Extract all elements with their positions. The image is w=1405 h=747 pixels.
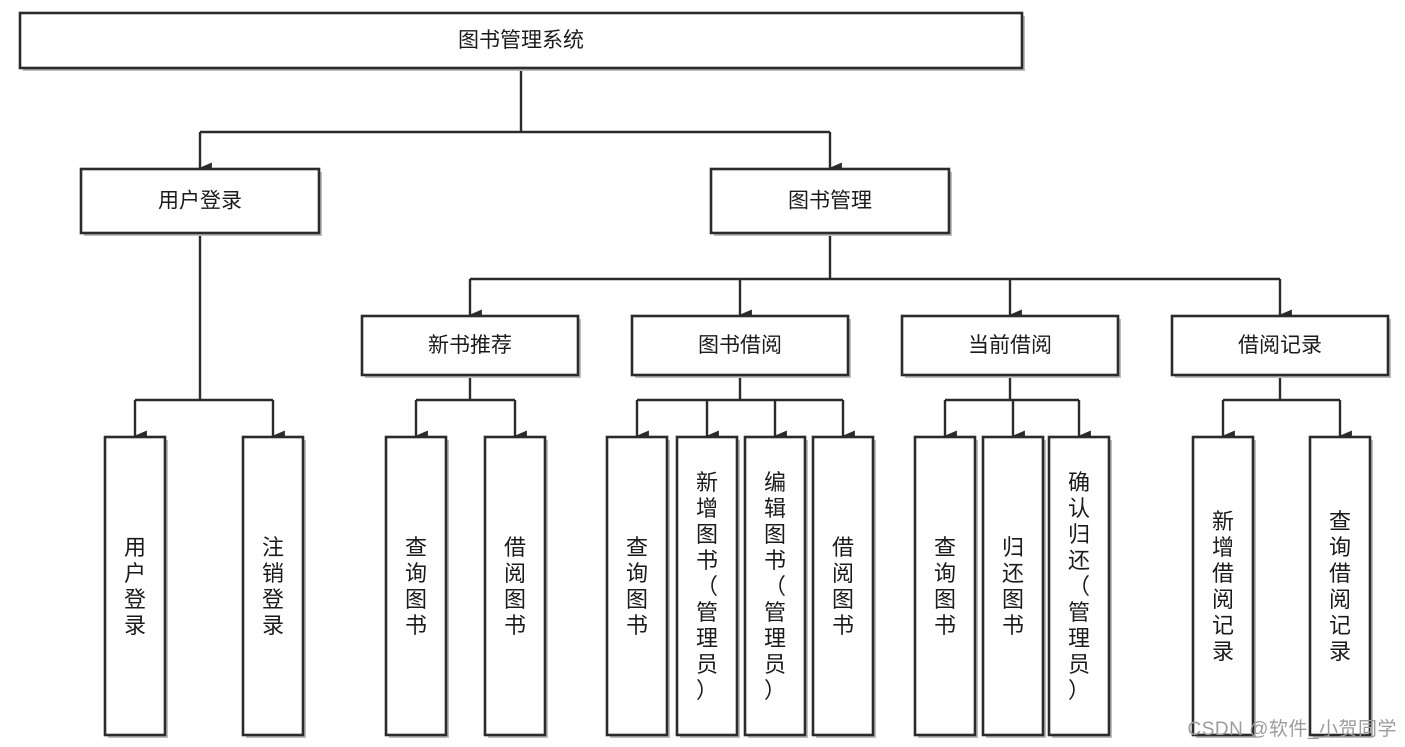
node-label: 查询图书 xyxy=(626,535,648,638)
node-leaf-logout[interactable]: 注销登录 xyxy=(241,435,306,738)
node-label: 借阅图书 xyxy=(832,535,854,638)
node-layer: 图书管理系统用户登录图书管理新书推荐图书借阅当前借阅借阅记录用户登录注销登录查询… xyxy=(18,11,1391,738)
edge-group-new-book-rec xyxy=(414,375,527,442)
node-leaf-confirm-return[interactable]: 确认归还（管理员） xyxy=(1047,435,1112,738)
node-current-borrow[interactable]: 当前借阅 xyxy=(900,314,1121,378)
node-label: 查询图书 xyxy=(405,535,427,638)
node-leaf-query-record[interactable]: 查询借阅记录 xyxy=(1308,435,1373,738)
node-label: 归还图书 xyxy=(1002,535,1024,638)
node-label: 新增借阅记录 xyxy=(1212,509,1234,664)
node-leaf-add-book[interactable]: 新增图书（管理员） xyxy=(675,435,740,738)
node-label: 当前借阅 xyxy=(968,334,1052,357)
node-book-borrow[interactable]: 图书借阅 xyxy=(630,314,851,378)
node-label: 图书管理系统 xyxy=(458,29,584,52)
node-label: 图书管理 xyxy=(788,190,872,213)
edge-group-book-manage xyxy=(468,233,1292,321)
node-label: 借阅图书 xyxy=(504,535,526,638)
node-label: 借阅记录 xyxy=(1238,334,1322,357)
watermark-text: CSDN @软件_小贺同学 xyxy=(1187,719,1397,740)
node-leaf-borrow-book-2[interactable]: 借阅图书 xyxy=(811,435,876,738)
node-leaf-edit-book[interactable]: 编辑图书（管理员） xyxy=(743,435,808,738)
node-label: 编辑图书（管理员） xyxy=(764,470,786,703)
node-leaf-user-login[interactable]: 用户登录 xyxy=(103,435,168,738)
node-label: 用户登录 xyxy=(158,190,242,213)
node-leaf-query-book-2[interactable]: 查询图书 xyxy=(605,435,670,738)
node-label: 新书推荐 xyxy=(428,334,512,357)
edge-group-book-borrow xyxy=(635,375,855,442)
node-label: 确认归还（管理员） xyxy=(1068,470,1090,703)
edge-group-user-login xyxy=(133,233,285,442)
node-user-login[interactable]: 用户登录 xyxy=(79,167,322,236)
node-book-manage[interactable]: 图书管理 xyxy=(709,167,952,236)
edge-group-current-borrow xyxy=(943,375,1091,442)
node-borrow-record[interactable]: 借阅记录 xyxy=(1170,314,1391,378)
node-label: 注销登录 xyxy=(262,535,284,638)
node-root[interactable]: 图书管理系统 xyxy=(18,11,1025,71)
node-leaf-add-record[interactable]: 新增借阅记录 xyxy=(1191,435,1256,738)
node-label: 查询图书 xyxy=(934,535,956,638)
node-leaf-return-book[interactable]: 归还图书 xyxy=(981,435,1046,738)
node-label: 新增图书（管理员） xyxy=(696,470,718,703)
edge-group-root xyxy=(198,68,842,174)
node-leaf-query-book-3[interactable]: 查询图书 xyxy=(913,435,978,738)
node-new-book-rec[interactable]: 新书推荐 xyxy=(360,314,581,378)
edge-layer xyxy=(133,68,1352,442)
node-leaf-borrow-book-1[interactable]: 借阅图书 xyxy=(483,435,548,738)
node-label: 用户登录 xyxy=(124,535,146,638)
node-leaf-query-book-1[interactable]: 查询图书 xyxy=(384,435,449,738)
edge-group-borrow-record xyxy=(1221,375,1352,442)
node-label: 图书借阅 xyxy=(698,334,782,357)
node-label: 查询借阅记录 xyxy=(1329,509,1351,664)
